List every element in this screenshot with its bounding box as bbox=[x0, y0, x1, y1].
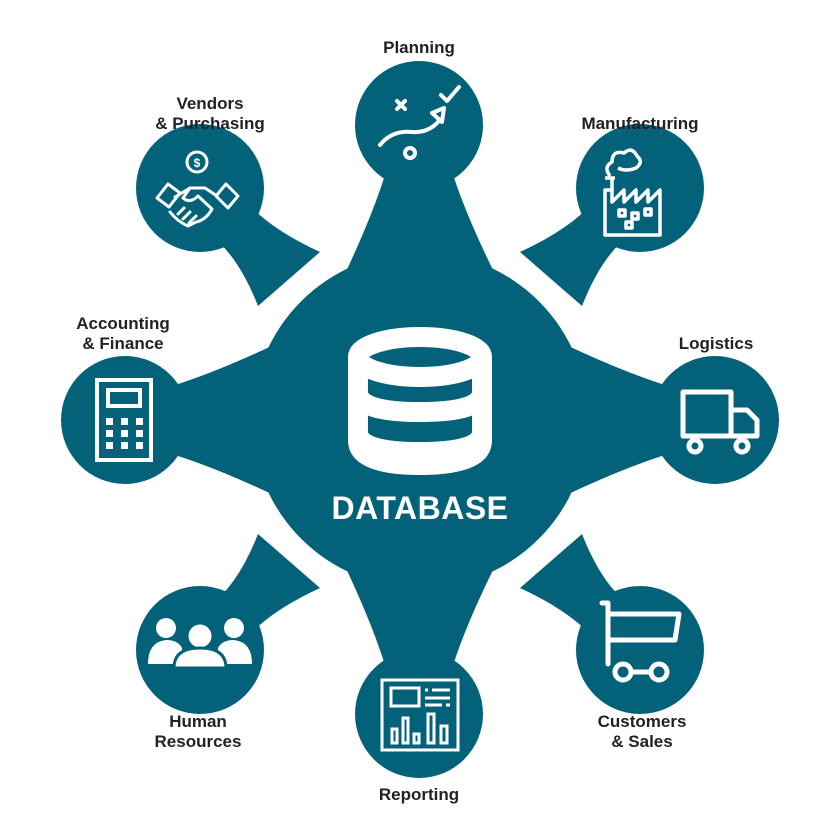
label-customers-sales: Customers & Sales bbox=[597, 712, 687, 751]
label-logistics: Logistics bbox=[678, 334, 754, 353]
node-circle-customers-sales bbox=[576, 586, 704, 714]
label-reporting: Reporting bbox=[378, 785, 460, 804]
factory-icon bbox=[603, 148, 662, 237]
svg-text:$: $ bbox=[194, 156, 201, 170]
delivery-truck-icon bbox=[680, 389, 760, 455]
node-circle-planning bbox=[355, 61, 483, 189]
shopping-cart-icon bbox=[599, 600, 682, 683]
handshake-dollar-icon: $ bbox=[155, 150, 240, 228]
report-dashboard-icon bbox=[380, 678, 460, 752]
node-circle-logistics bbox=[651, 356, 779, 484]
label-accounting-finance: Accounting & Finance bbox=[76, 314, 170, 353]
people-group-icon bbox=[148, 618, 252, 670]
strategy-play-icon bbox=[378, 85, 461, 160]
label-manufacturing: Manufacturing bbox=[581, 114, 699, 133]
calculator-icon bbox=[95, 378, 153, 462]
label-human-resources: Human Resources bbox=[154, 712, 242, 751]
node-circle-reporting bbox=[355, 650, 483, 778]
node-circle-manufacturing bbox=[576, 124, 704, 252]
label-planning: Planning bbox=[383, 38, 455, 57]
label-vendors-purchasing: Vendors & Purchasing bbox=[155, 94, 265, 133]
hub-title: DATABASE bbox=[331, 490, 509, 526]
